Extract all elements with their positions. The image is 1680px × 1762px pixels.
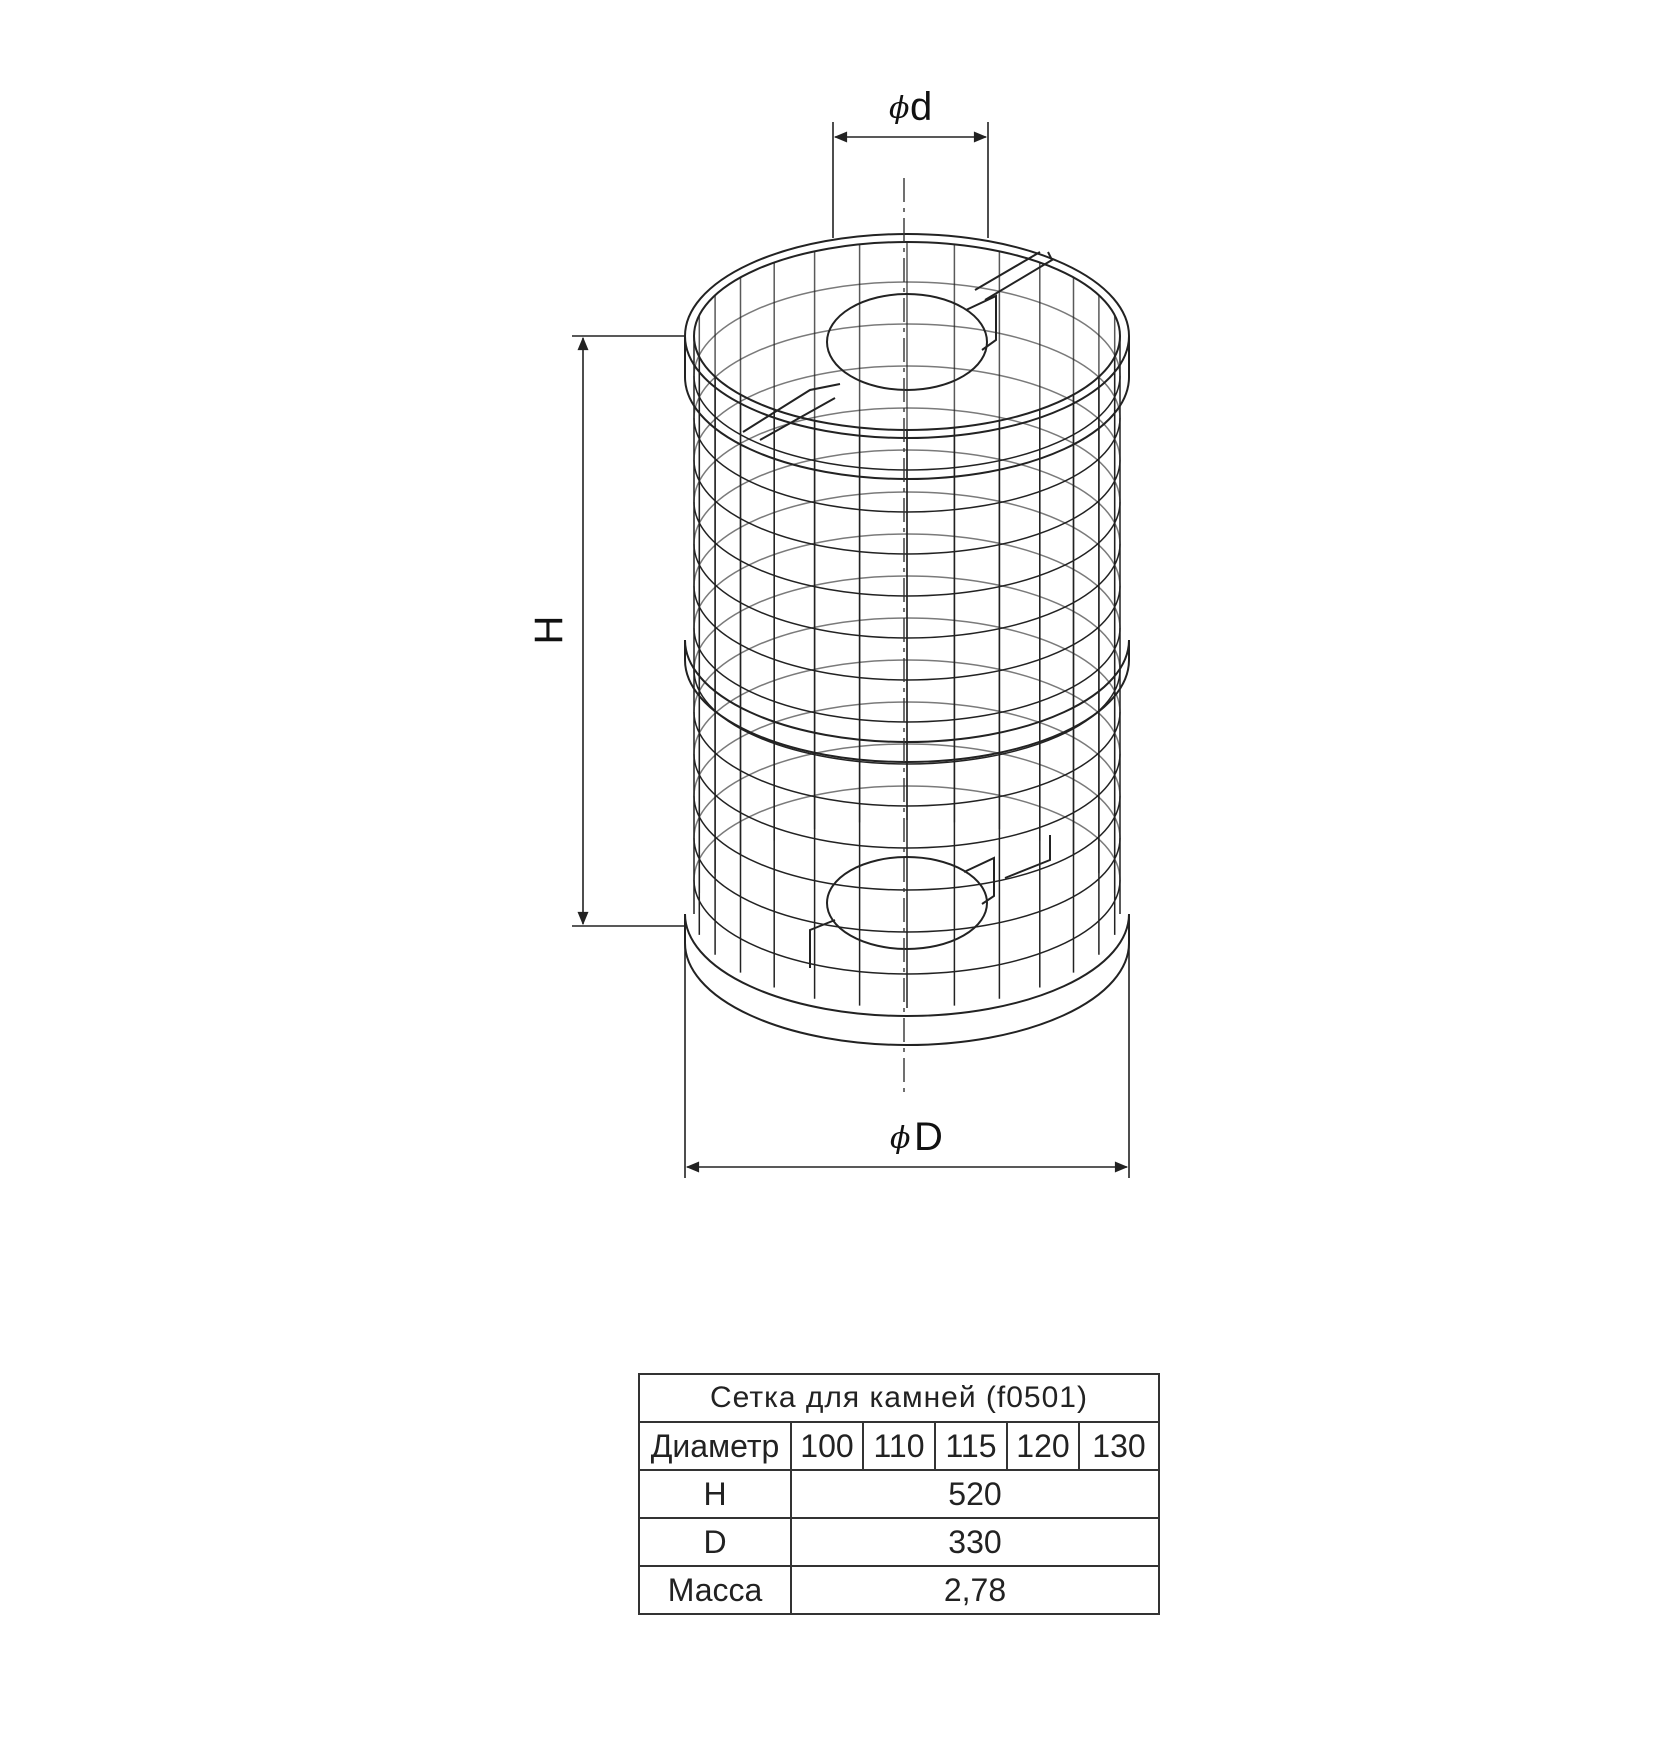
spec-table: Сетка для камней (f0501) Диаметр 100 110… — [638, 1373, 1160, 1615]
label-D: D — [914, 1115, 943, 1159]
dimension-h: H — [527, 335, 685, 927]
bottom-pipe-bracket — [809, 835, 1051, 968]
dimension-d: ϕ d — [832, 85, 989, 238]
diameter-cell: 100 — [790, 1421, 864, 1471]
table-row-mass: Масса 2,78 — [638, 1565, 1160, 1615]
row-value: 330 — [790, 1517, 1160, 1567]
label-d: d — [910, 85, 932, 129]
label-h: H — [527, 616, 571, 645]
spec-table-title: Сетка для камней (f0501) — [638, 1373, 1160, 1423]
top-pipe-bracket — [742, 251, 1054, 441]
diameter-header: Диаметр — [638, 1421, 792, 1471]
row-value: 2,78 — [790, 1565, 1160, 1615]
row-label: D — [638, 1517, 792, 1567]
table-row-d: D 330 — [638, 1517, 1160, 1567]
diameter-cell: 115 — [934, 1421, 1008, 1471]
row-label: H — [638, 1469, 792, 1519]
diameter-cell: 120 — [1006, 1421, 1080, 1471]
middle-ring — [684, 639, 1130, 763]
row-label: Масса — [638, 1565, 792, 1615]
svg-text:ϕ: ϕ — [889, 91, 909, 126]
bottom-ring — [684, 913, 1130, 1046]
dimension-D: ϕ D — [684, 940, 1130, 1178]
diameter-cell: 110 — [862, 1421, 936, 1471]
diameter-cell: 130 — [1078, 1421, 1160, 1471]
row-value: 520 — [790, 1469, 1160, 1519]
basket-drawing: ϕ d H ϕ D — [527, 85, 1130, 1178]
wire-mesh — [693, 242, 1121, 1008]
table-row-h: H 520 — [638, 1469, 1160, 1519]
svg-text:ϕ: ϕ — [890, 1121, 910, 1156]
